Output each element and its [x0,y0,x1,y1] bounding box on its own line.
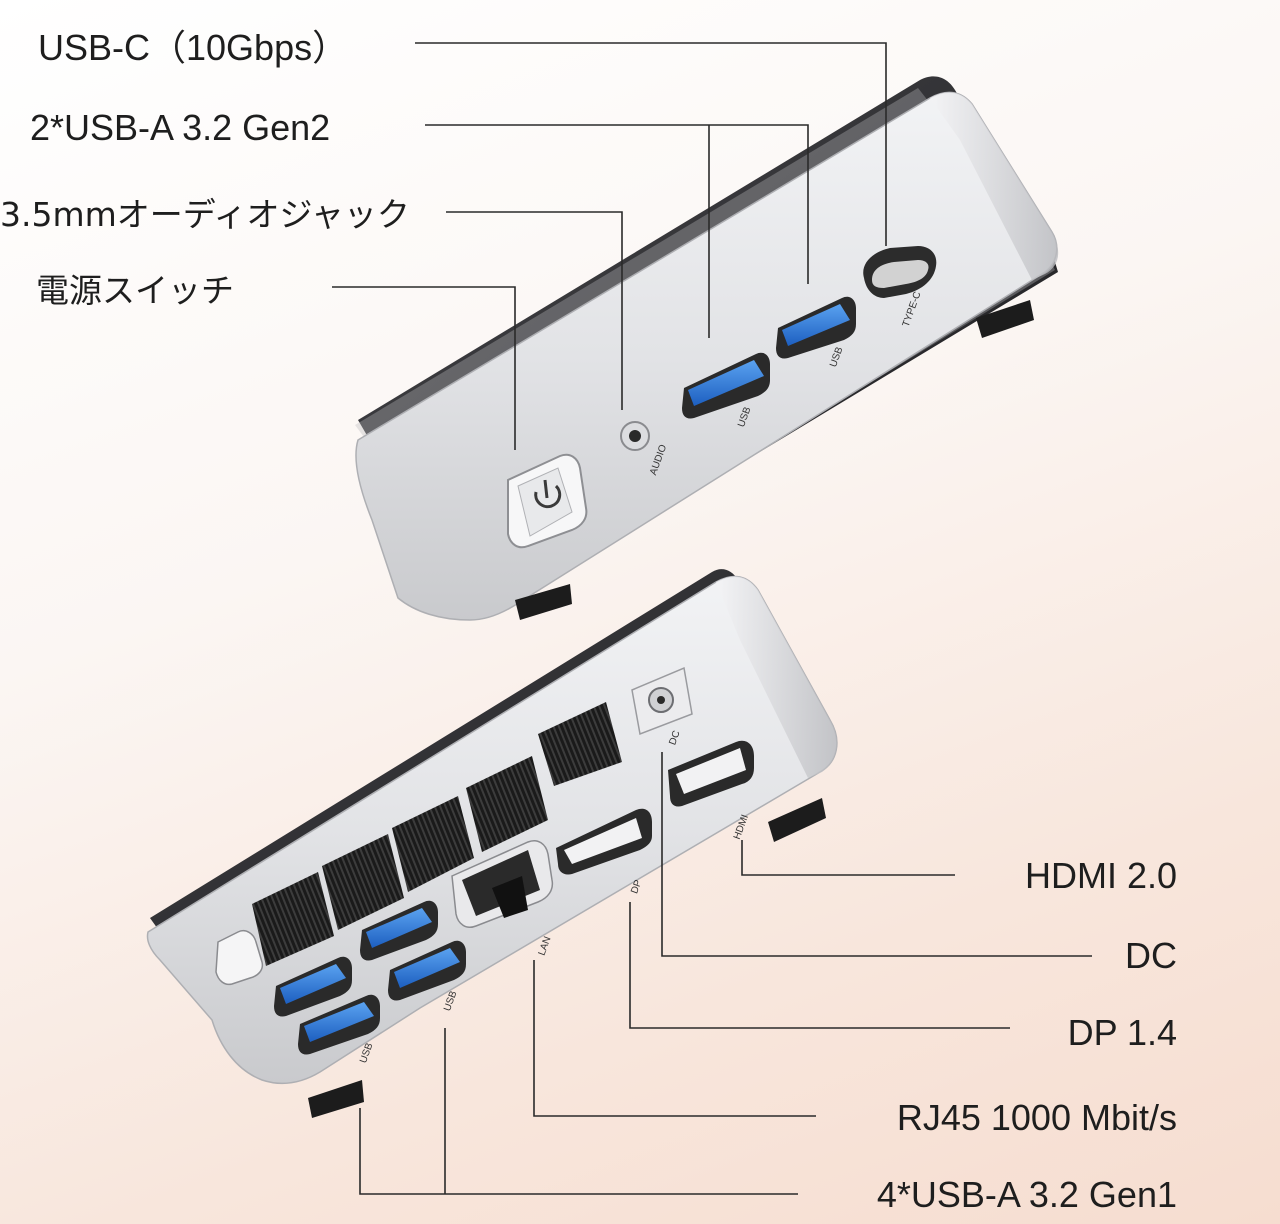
power-icon [534,479,562,509]
leader-lines [332,42,1092,1195]
dc-jack[interactable] [631,666,693,736]
lan-port[interactable] [451,840,554,928]
audio-port-mark: AUDIO [648,443,669,477]
power-button[interactable] [507,453,588,549]
air-vent [252,702,622,966]
audio-jack[interactable] [620,421,650,451]
usb-c-port[interactable] [863,246,937,298]
usb-port-mark: USB [736,405,753,428]
usb-port-mark: USB [828,345,845,368]
label-hdmi: HDMI 2.0 [1024,855,1177,896]
label-dc: DC [1125,935,1177,976]
hdmi-port-mark: HDMI [732,813,751,841]
bottom-device: DC HDMI DP LAN [146,569,838,1118]
usb-a-port[interactable] [776,296,856,359]
usb-a-port[interactable] [274,956,352,1017]
label-power-switch: 電源スイッチ [36,271,234,310]
usb-a-port[interactable] [388,940,466,1001]
displayport-port[interactable] [556,808,652,875]
dc-port-mark: DC [667,729,682,746]
lan-port-mark: LAN [537,935,554,957]
usb-a-port[interactable] [682,352,770,419]
rear-switch[interactable] [215,930,264,986]
top-device: AUDIO USB USB TYPE-C [355,76,1059,621]
type-c-port-mark: TYPE-C [901,290,924,328]
label-usb-a-gen1: 4*USB-A 3.2 Gen1 [876,1174,1177,1215]
usb-a-port[interactable] [298,994,380,1055]
label-audio-jack: 3.5mmオーディオジャック [0,195,410,234]
label-rj45: RJ45 1000 Mbit/s [896,1097,1177,1138]
usb-port-mark: USB [358,1041,375,1064]
label-usb-a-gen2: 2*USB-A 3.2 Gen2 [30,107,331,148]
usb-a-port[interactable] [360,900,438,961]
usb-port-mark: USB [442,989,459,1012]
label-usb-c: USB-C（10Gbps） [38,27,349,68]
hdmi-port[interactable] [668,740,754,807]
label-dp: DP 1.4 [1067,1012,1177,1053]
dp-port-mark: DP [629,878,644,895]
